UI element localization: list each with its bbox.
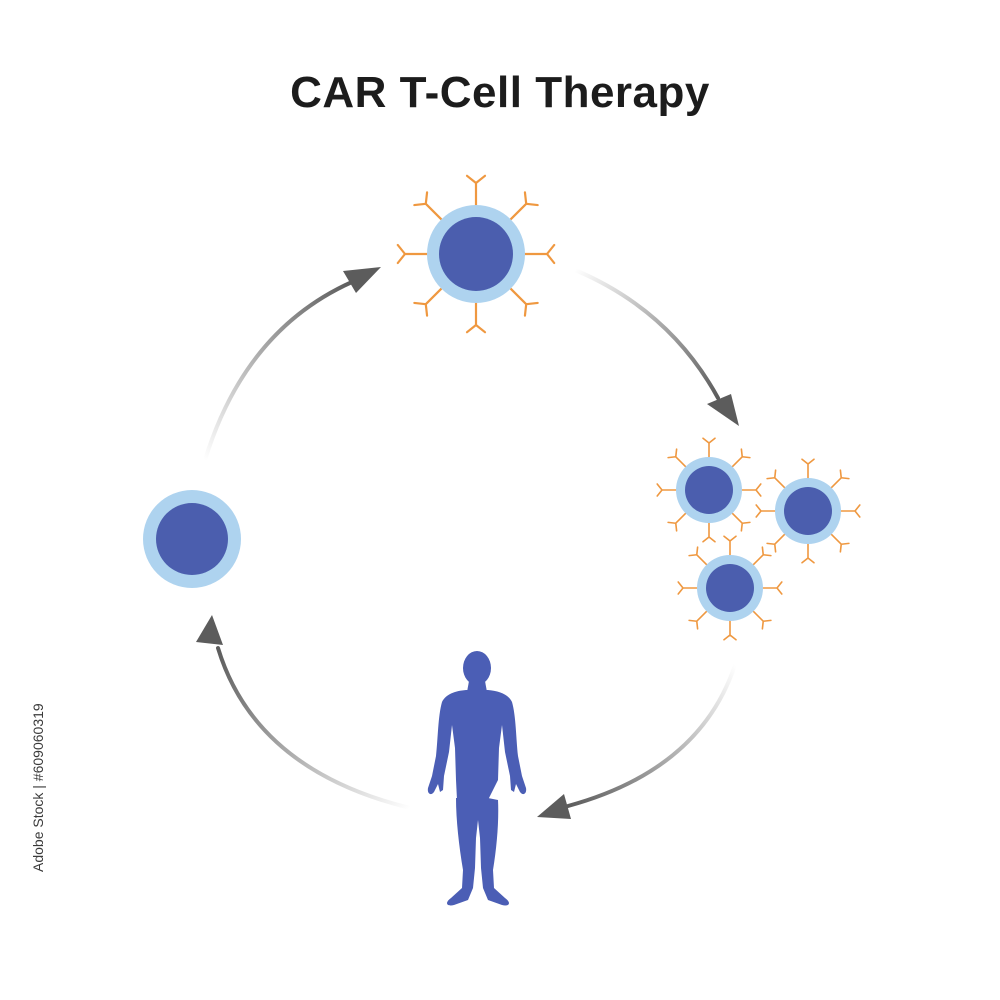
arrow-top-right	[573, 268, 739, 426]
car-receptors	[396, 174, 556, 334]
receptor-icon	[759, 581, 783, 595]
receptor-icon	[766, 469, 788, 491]
receptor-icon	[755, 504, 779, 518]
receptor-icon	[801, 458, 815, 482]
receptor-icon	[508, 286, 539, 317]
t-cell-icon	[143, 490, 241, 588]
receptor-icon	[828, 531, 850, 553]
arrow-bottom-left	[196, 615, 412, 810]
receptor-icon	[750, 546, 772, 568]
arrow-bottom-right	[537, 663, 737, 819]
receptor-icon	[656, 483, 680, 497]
arrow-head-icon	[196, 615, 223, 645]
receptor-icon	[465, 300, 487, 334]
receptor-icon	[688, 608, 710, 630]
car-t-cell-icon	[677, 535, 783, 641]
receptor-icon	[702, 437, 716, 461]
expanded-car-t-cells	[656, 437, 861, 641]
receptor-icon	[828, 469, 850, 491]
car-t-cell-icon	[656, 437, 762, 543]
stock-separator: |	[30, 781, 46, 793]
receptor-icon	[522, 243, 556, 265]
receptor-icon	[766, 531, 788, 553]
engineered-car-t-cell	[396, 174, 556, 334]
stock-number: #609060319	[30, 703, 46, 782]
receptor-icon	[738, 483, 762, 497]
receptor-icon	[667, 448, 689, 470]
receptor-icon	[729, 510, 751, 532]
receptor-icon	[729, 448, 751, 470]
receptor-icon	[508, 191, 539, 222]
human-silhouette-icon	[427, 651, 527, 906]
receptor-icon	[413, 286, 444, 317]
arrow-head-icon	[343, 267, 381, 293]
receptor-icon	[396, 243, 430, 265]
receptor-icon	[667, 510, 689, 532]
collected-t-cell	[143, 490, 241, 588]
receptor-icon	[750, 608, 772, 630]
arrow-head-icon	[537, 794, 571, 819]
stock-brand: Adobe Stock	[30, 792, 46, 872]
arrow-head-icon	[707, 394, 739, 426]
patient	[427, 651, 527, 906]
receptor-icon	[688, 546, 710, 568]
receptor-icon	[702, 519, 716, 543]
receptor-icon	[801, 540, 815, 564]
car-t-cell-icon	[396, 174, 556, 334]
receptor-icon	[413, 191, 444, 222]
receptor-icon	[465, 174, 487, 208]
receptor-icon	[723, 617, 737, 641]
receptor-icon	[723, 535, 737, 559]
receptor-icon	[677, 581, 701, 595]
car-t-cell-icon	[755, 458, 861, 564]
page-title: CAR T-Cell Therapy	[290, 68, 710, 117]
stock-id-label: Adobe Stock | #609060319	[30, 703, 46, 872]
arrow-top-left	[203, 267, 381, 462]
receptor-icon	[837, 504, 861, 518]
